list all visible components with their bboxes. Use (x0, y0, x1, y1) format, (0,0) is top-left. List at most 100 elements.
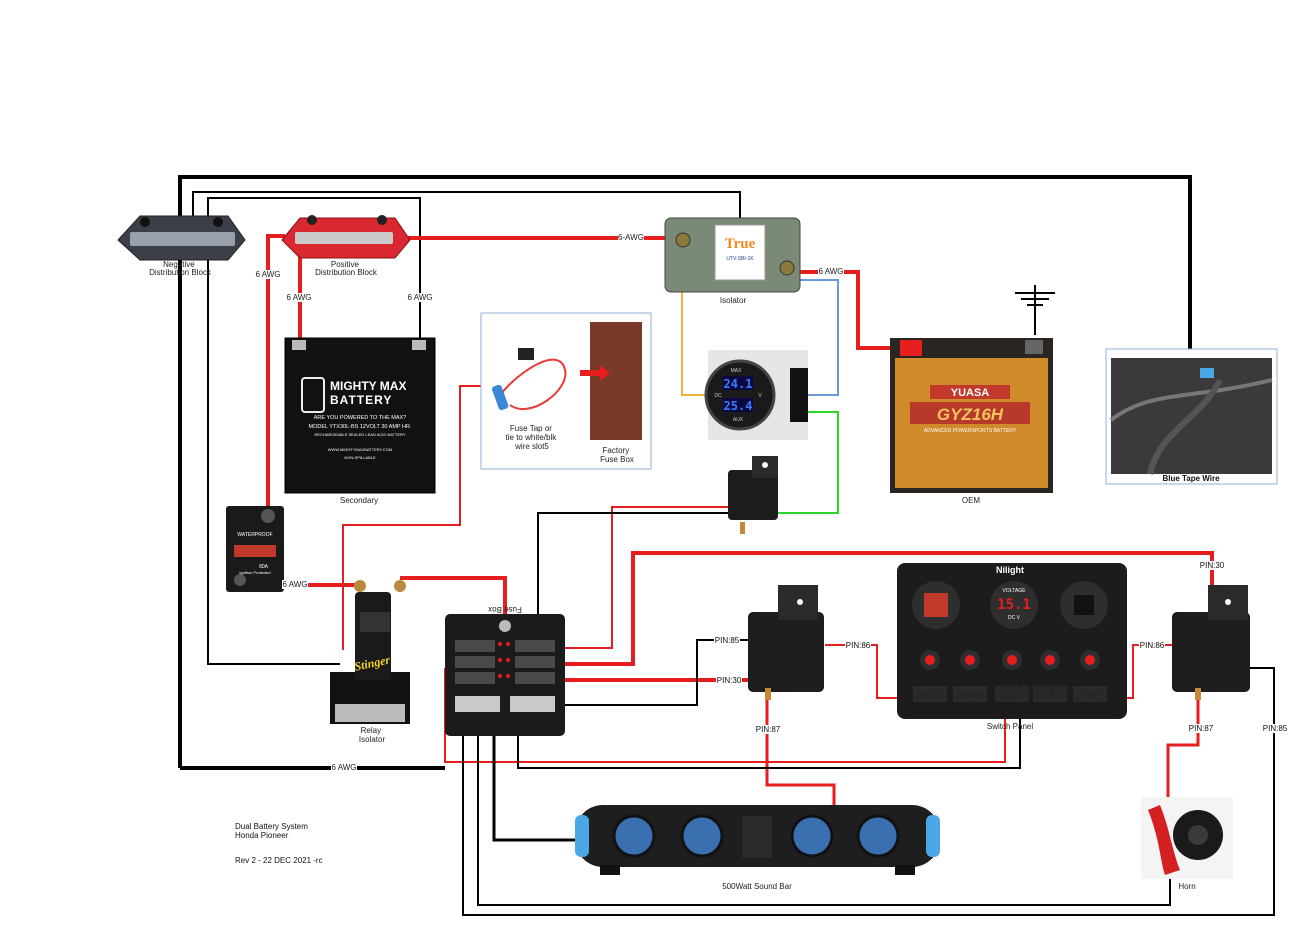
diagram-notes: Dual Battery System Honda Pioneer Rev 2 … (235, 822, 323, 865)
wire-pos-to-breaker (266, 234, 285, 515)
switch-wiper: WIPER (913, 650, 947, 702)
note-line3: Rev 2 - 22 DEC 2021 -rc (235, 856, 323, 865)
meter-aux-value: 25.4 (724, 399, 753, 413)
meter-max-value: 24.1 (724, 377, 753, 391)
negative-block-label-line1: Negative (163, 260, 195, 269)
relay-trigger (728, 456, 778, 534)
mm-model: MODEL YTX30L-BS 12VOLT 30 AMP HR. (308, 424, 411, 430)
switch-label-winch: WINCH (956, 690, 983, 699)
relay-isolator-label: Relay Isolator (359, 726, 386, 744)
switch-voltmeter: VOLTMETER SOCKET (1025, 650, 1076, 702)
positive-block-label: Positive Distribution Block (315, 260, 378, 277)
oem-battery: YUASA GYZ16H ADVANCED POWERSPORTS BATTER… (890, 338, 1053, 505)
wire-relay-to-fusebox (400, 576, 507, 620)
note-line2: Honda Pioneer (235, 831, 289, 840)
switch-label-vhf: VHF (1082, 690, 1098, 699)
negative-block-label-line2: Distribution Block (149, 268, 212, 277)
sound-bar-label: 500Watt Sound Bar (722, 882, 792, 891)
isolator-model: UTV-SBI-1K (726, 256, 754, 262)
relay-2 (1172, 585, 1250, 700)
wire-neg-loop-a (192, 191, 741, 240)
meter-v-label: V (758, 393, 762, 399)
blue-tape-photo: Blue Tape Wire (1105, 348, 1278, 485)
pin-r2-87: PIN:87 (1189, 724, 1214, 733)
horn-label: Horn (1178, 882, 1195, 891)
switch-label-wiper: WIPER (917, 690, 943, 699)
fuse-tap-label: Fuse Tap or tie to white/blk wire slot5 (506, 424, 559, 451)
switch-label-spot: SPOT LIGHT (1000, 686, 1024, 701)
factory-fuse-line2: Fuse Box (600, 455, 634, 464)
meter-aux-label: AUX (733, 417, 744, 423)
secondary-label: Secondary (340, 496, 378, 505)
negative-distribution-block: Negative Distribution Block (117, 215, 246, 277)
fuse-tap-line2: tie to white/blk (506, 433, 558, 442)
fuse-box: Fuse Box (445, 605, 565, 736)
switch-row: WIPER WINCH SPOT LIGHT VOLTMETER (913, 650, 1107, 702)
wire-horn-ground (477, 715, 1171, 906)
mm-brand: MIGHTY MAX (330, 379, 406, 393)
awg-sec-neg: 6 AWG (407, 293, 432, 302)
ground-symbol (1015, 285, 1055, 335)
mm-spill: NON-SPILLABLE (344, 455, 376, 460)
awg-pos-down: 6 AWG (255, 270, 280, 279)
switch-label-volt-2: SOCKET (1034, 692, 1067, 701)
wire-iso-to-oem (790, 270, 905, 350)
oem-label: OEM (962, 496, 981, 505)
wire-relay1-87 (765, 700, 836, 810)
switch-label-spot-2: LIGHT (1000, 692, 1024, 701)
horn: Horn (1141, 797, 1233, 891)
isolator: True UTV-SBI-1K Isolator (664, 217, 801, 305)
mm-brand2: BATTERY (330, 393, 392, 407)
voltage-display: 15.1 (997, 597, 1031, 613)
breaker-text: WATERPROOF (237, 532, 272, 538)
voltage-top-label: VOLTAGE (1003, 588, 1027, 594)
fuse-tap-inset: Fuse Tap or tie to white/blk wire slot5 … (480, 312, 652, 470)
positive-block-label-line1: Positive (331, 260, 360, 269)
awg-bottom: 6 AWG (331, 763, 356, 772)
wire-soundbar-ground (492, 715, 575, 842)
relay-isolator-line1: Relay (361, 726, 381, 735)
meter-max-label: MAX (731, 368, 743, 374)
fuse-tap-line1: Fuse Tap or (510, 424, 552, 433)
breaker-ign: Ignition Protected (239, 570, 270, 575)
sound-bar: 500Watt Sound Bar (575, 805, 940, 891)
wire-relay2-87 (1166, 700, 1200, 800)
negative-block-label: Negative Distribution Block (149, 260, 212, 277)
switch-vhf: VHF (1073, 650, 1107, 702)
voltmeter: MAX 24.1 25.4 DC V AUX (704, 350, 808, 440)
pin-r2-85: PIN:85 (1263, 724, 1288, 733)
yuasa-brand: YUASA (951, 387, 990, 399)
wire-labels: 6-AWG 6 AWG 6 AWG 6 AWG 6 AWG 6 AWG 6 AW… (255, 233, 844, 772)
awg-isolator-in: 6-AWG (618, 233, 644, 242)
switch-spot-light: SPOT LIGHT (995, 650, 1029, 702)
positive-block-label-line2: Distribution Block (315, 268, 378, 277)
pin-r2-30: PIN:30 (1200, 561, 1225, 570)
switch-label-volt: VOLTMETER SOCKET (1025, 686, 1076, 701)
wire-ground-main (178, 175, 1192, 768)
relay-1 (748, 585, 824, 700)
wire-relay2-85 (462, 667, 1275, 916)
note-line1: Dual Battery System (235, 822, 308, 831)
relay-isolator-line2: Isolator (359, 735, 386, 744)
relay-isolator: Stinger Relay Isolator (330, 580, 410, 744)
switch-winch: WINCH (953, 650, 987, 702)
awg-isolator-out: 6 AWG (818, 267, 843, 276)
factory-fuse-line1: Factory (603, 446, 630, 455)
switch-panel-label: Switch Panel (987, 722, 1033, 731)
pin-r2-86: PIN:86 (1140, 641, 1165, 650)
blue-tape-label: Blue Tape Wire (1162, 474, 1220, 483)
awg-sec-pos: 6 AWG (286, 293, 311, 302)
pin-r1-87: PIN:87 (756, 725, 781, 734)
wire-fuse-to-relay3 (565, 506, 738, 649)
wire-relay1-85 (545, 639, 754, 706)
pin-r1-86: PIN:86 (846, 641, 871, 650)
mm-tagline: ARE YOU POWERED TO THE MAX? (314, 415, 407, 421)
wire-meter-green (778, 411, 839, 514)
wire-relay3-85 (537, 512, 728, 620)
factory-fuse-label: Factory Fuse Box (600, 446, 634, 464)
mm-web: WWW.MIGHTYMAXBATTERY.COM (328, 447, 392, 452)
wire-meter-blue (800, 279, 839, 396)
voltage-unit: DC V (1008, 615, 1021, 621)
switch-label-spot-1: SPOT (1000, 686, 1022, 695)
